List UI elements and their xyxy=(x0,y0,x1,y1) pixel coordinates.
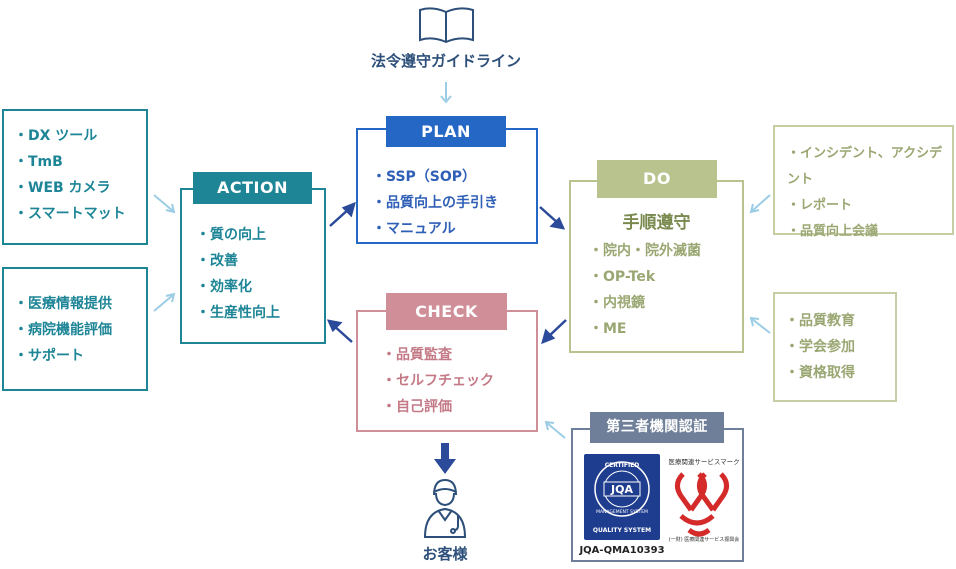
list-item: ・品質向上の手引き xyxy=(372,195,498,211)
list-item: ・生産性向上 xyxy=(196,305,280,321)
left-top-box: ・DX ツール ・TmB ・WEB カメラ ・スマートマット xyxy=(2,109,148,245)
mark-title: 医療関連サービスマーク xyxy=(668,458,740,466)
jqa-logo: CERTIFIED JQA MANAGEMENT SYSTEM QUALITY … xyxy=(584,454,660,540)
right-top-arrow xyxy=(749,194,771,214)
list-item: ・DX ツール xyxy=(14,128,98,144)
list-item: ・マニュアル xyxy=(372,221,456,237)
right-bottom-box: ・品質教育 ・学会参加 ・資格取得 xyxy=(773,292,897,402)
list-item: ・医療情報提供 xyxy=(14,296,112,312)
check-to-action-arrow xyxy=(326,319,353,343)
list-item: ・レポート xyxy=(787,198,853,213)
jqa-seal-icon xyxy=(594,461,650,517)
book-icon xyxy=(419,7,474,44)
plan-header: PLAN xyxy=(386,116,506,147)
check-box: ・品質監査 ・セルフチェック ・自己評価 xyxy=(356,310,538,432)
list-item: ・サポート xyxy=(14,348,84,364)
list-item: ・改善 xyxy=(196,253,238,269)
check-header: CHECK xyxy=(386,293,507,330)
list-item: ・病院機能評価 xyxy=(14,322,112,338)
action-header: ACTION xyxy=(193,172,312,204)
list-item: ・WEB カメラ xyxy=(14,180,111,196)
list-item: ・資格取得 xyxy=(785,365,855,381)
medical-service-mark-icon xyxy=(675,472,729,537)
left-top-arrow xyxy=(153,194,176,214)
list-item: ・品質教育 xyxy=(785,313,855,329)
list-item: ・効率化 xyxy=(196,279,252,295)
cert-arrow xyxy=(544,420,566,439)
left-bottom-arrow xyxy=(153,292,176,312)
list-item: ・学会参加 xyxy=(785,339,855,355)
jqa-text-bottom: QUALITY SYSTEM xyxy=(592,527,652,534)
list-item: ・自己評価 xyxy=(382,399,452,415)
action-to-plan-arrow xyxy=(329,201,356,227)
action-box: ・質の向上 ・改善 ・効率化 ・生産性向上 xyxy=(180,188,326,344)
cert-header: 第三者機関認証 xyxy=(590,412,724,443)
jqa-text-mid: MANAGEMENT SYSTEM xyxy=(596,510,648,515)
do-subtitle: 手順遵守 xyxy=(622,213,691,233)
do-to-check-arrow xyxy=(541,319,567,345)
customer-label: お客様 xyxy=(422,545,468,563)
jqa-logo-text: JQA xyxy=(611,483,633,496)
list-item: ・スマートマット xyxy=(14,206,126,222)
list-item: ・インシデント、アクシデント xyxy=(787,146,943,187)
right-top-box: ・インシデント、アクシデント ・レポート ・品質向上会議 xyxy=(773,125,954,239)
list-item: ・品質向上会議 xyxy=(787,224,879,239)
guideline-arrow xyxy=(440,82,452,104)
left-bottom-box: ・医療情報提供 ・病院機能評価 ・サポート xyxy=(2,267,148,391)
list-item: ・OP-Tek xyxy=(589,269,656,285)
list-item: ・質の向上 xyxy=(196,227,266,243)
list-item: ・院内・院外滅菌 xyxy=(589,243,701,259)
mark-org: (一財) 医療関連サービス振興会 xyxy=(668,537,740,543)
list-item: ・ME xyxy=(589,321,627,337)
do-header: DO xyxy=(597,160,717,198)
check-to-customer-arrow xyxy=(434,443,456,474)
list-item: ・セルフチェック xyxy=(382,373,494,389)
list-item: ・内視鏡 xyxy=(589,295,645,311)
guideline-label: 法令遵守ガイドライン xyxy=(370,52,521,70)
right-bottom-arrow xyxy=(749,316,771,334)
do-box: 手順遵守 ・院内・院外滅菌 ・OP-Tek ・内視鏡 ・ME xyxy=(569,180,744,353)
jqa-text-top: CERTIFIED xyxy=(604,462,640,469)
jqa-code: JQA-QMA10393 xyxy=(579,545,665,556)
list-item: ・SSP（SOP） xyxy=(372,169,477,185)
plan-to-do-arrow xyxy=(539,206,566,230)
list-item: ・TmB xyxy=(14,154,63,170)
doctor-icon xyxy=(423,478,467,538)
cert-box: CERTIFIED JQA MANAGEMENT SYSTEM QUALITY … xyxy=(571,428,744,562)
list-item: ・品質監査 xyxy=(382,347,452,363)
